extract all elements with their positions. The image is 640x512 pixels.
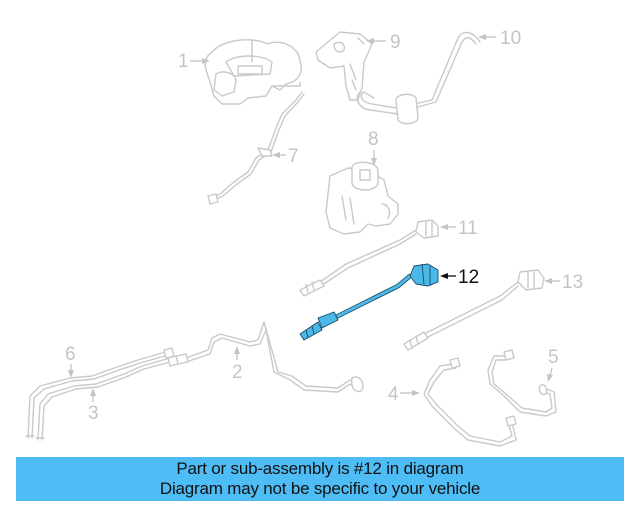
callout-8[interactable]: 8 (368, 129, 379, 166)
svg-text:5: 5 (548, 347, 559, 368)
part-11-oxygen-sensor[interactable] (299, 219, 439, 297)
part-3-6-twin-lines[interactable] (25, 347, 179, 441)
svg-text:12: 12 (458, 267, 479, 288)
part-7-sensor-wire[interactable] (207, 91, 305, 205)
callout-1[interactable]: 1 (178, 51, 210, 72)
callout-5[interactable]: 5 (547, 347, 559, 382)
svg-text:3: 3 (88, 403, 99, 424)
part-12-oxygen-sensor[interactable] (299, 263, 439, 341)
svg-text:1: 1 (178, 51, 189, 72)
svg-text:9: 9 (390, 32, 401, 53)
callout-7[interactable]: 7 (272, 146, 299, 167)
svg-text:8: 8 (368, 129, 379, 150)
svg-text:2: 2 (232, 362, 243, 383)
callout-4[interactable]: 4 (388, 384, 420, 405)
callout-2[interactable]: 2 (232, 346, 243, 383)
banner-line-part-number: Part or sub-assembly is #12 in diagram (176, 459, 464, 478)
svg-text:6: 6 (65, 344, 76, 365)
part-1-bracket-assembly[interactable] (204, 39, 302, 105)
svg-text:4: 4 (388, 384, 399, 405)
callout-3[interactable]: 3 (88, 388, 99, 424)
part-9-bracket[interactable] (315, 31, 373, 101)
info-banner: Part or sub-assembly is #12 in diagram D… (16, 457, 624, 501)
svg-text:11: 11 (458, 218, 478, 239)
callout-10[interactable]: 10 (478, 28, 521, 49)
callout-6[interactable]: 6 (65, 344, 76, 378)
svg-text:13: 13 (562, 272, 583, 293)
part-2-pipe[interactable] (175, 321, 364, 393)
part-10-hose-canister[interactable] (356, 31, 481, 125)
banner-line-disclaimer: Diagram may not be specific to your vehi… (159, 479, 481, 498)
part-8-valve-assembly[interactable] (325, 161, 399, 235)
callout-12[interactable]: 12 (440, 267, 479, 288)
callout-9[interactable]: 9 (366, 32, 401, 53)
part-4-line[interactable] (423, 357, 517, 447)
part-5-line[interactable] (487, 349, 557, 417)
part-13-oxygen-sensor[interactable] (403, 269, 545, 351)
callout-13[interactable]: 13 (544, 272, 583, 293)
svg-text:7: 7 (288, 146, 299, 167)
callout-11[interactable]: 11 (440, 218, 478, 239)
svg-text:10: 10 (500, 28, 521, 49)
